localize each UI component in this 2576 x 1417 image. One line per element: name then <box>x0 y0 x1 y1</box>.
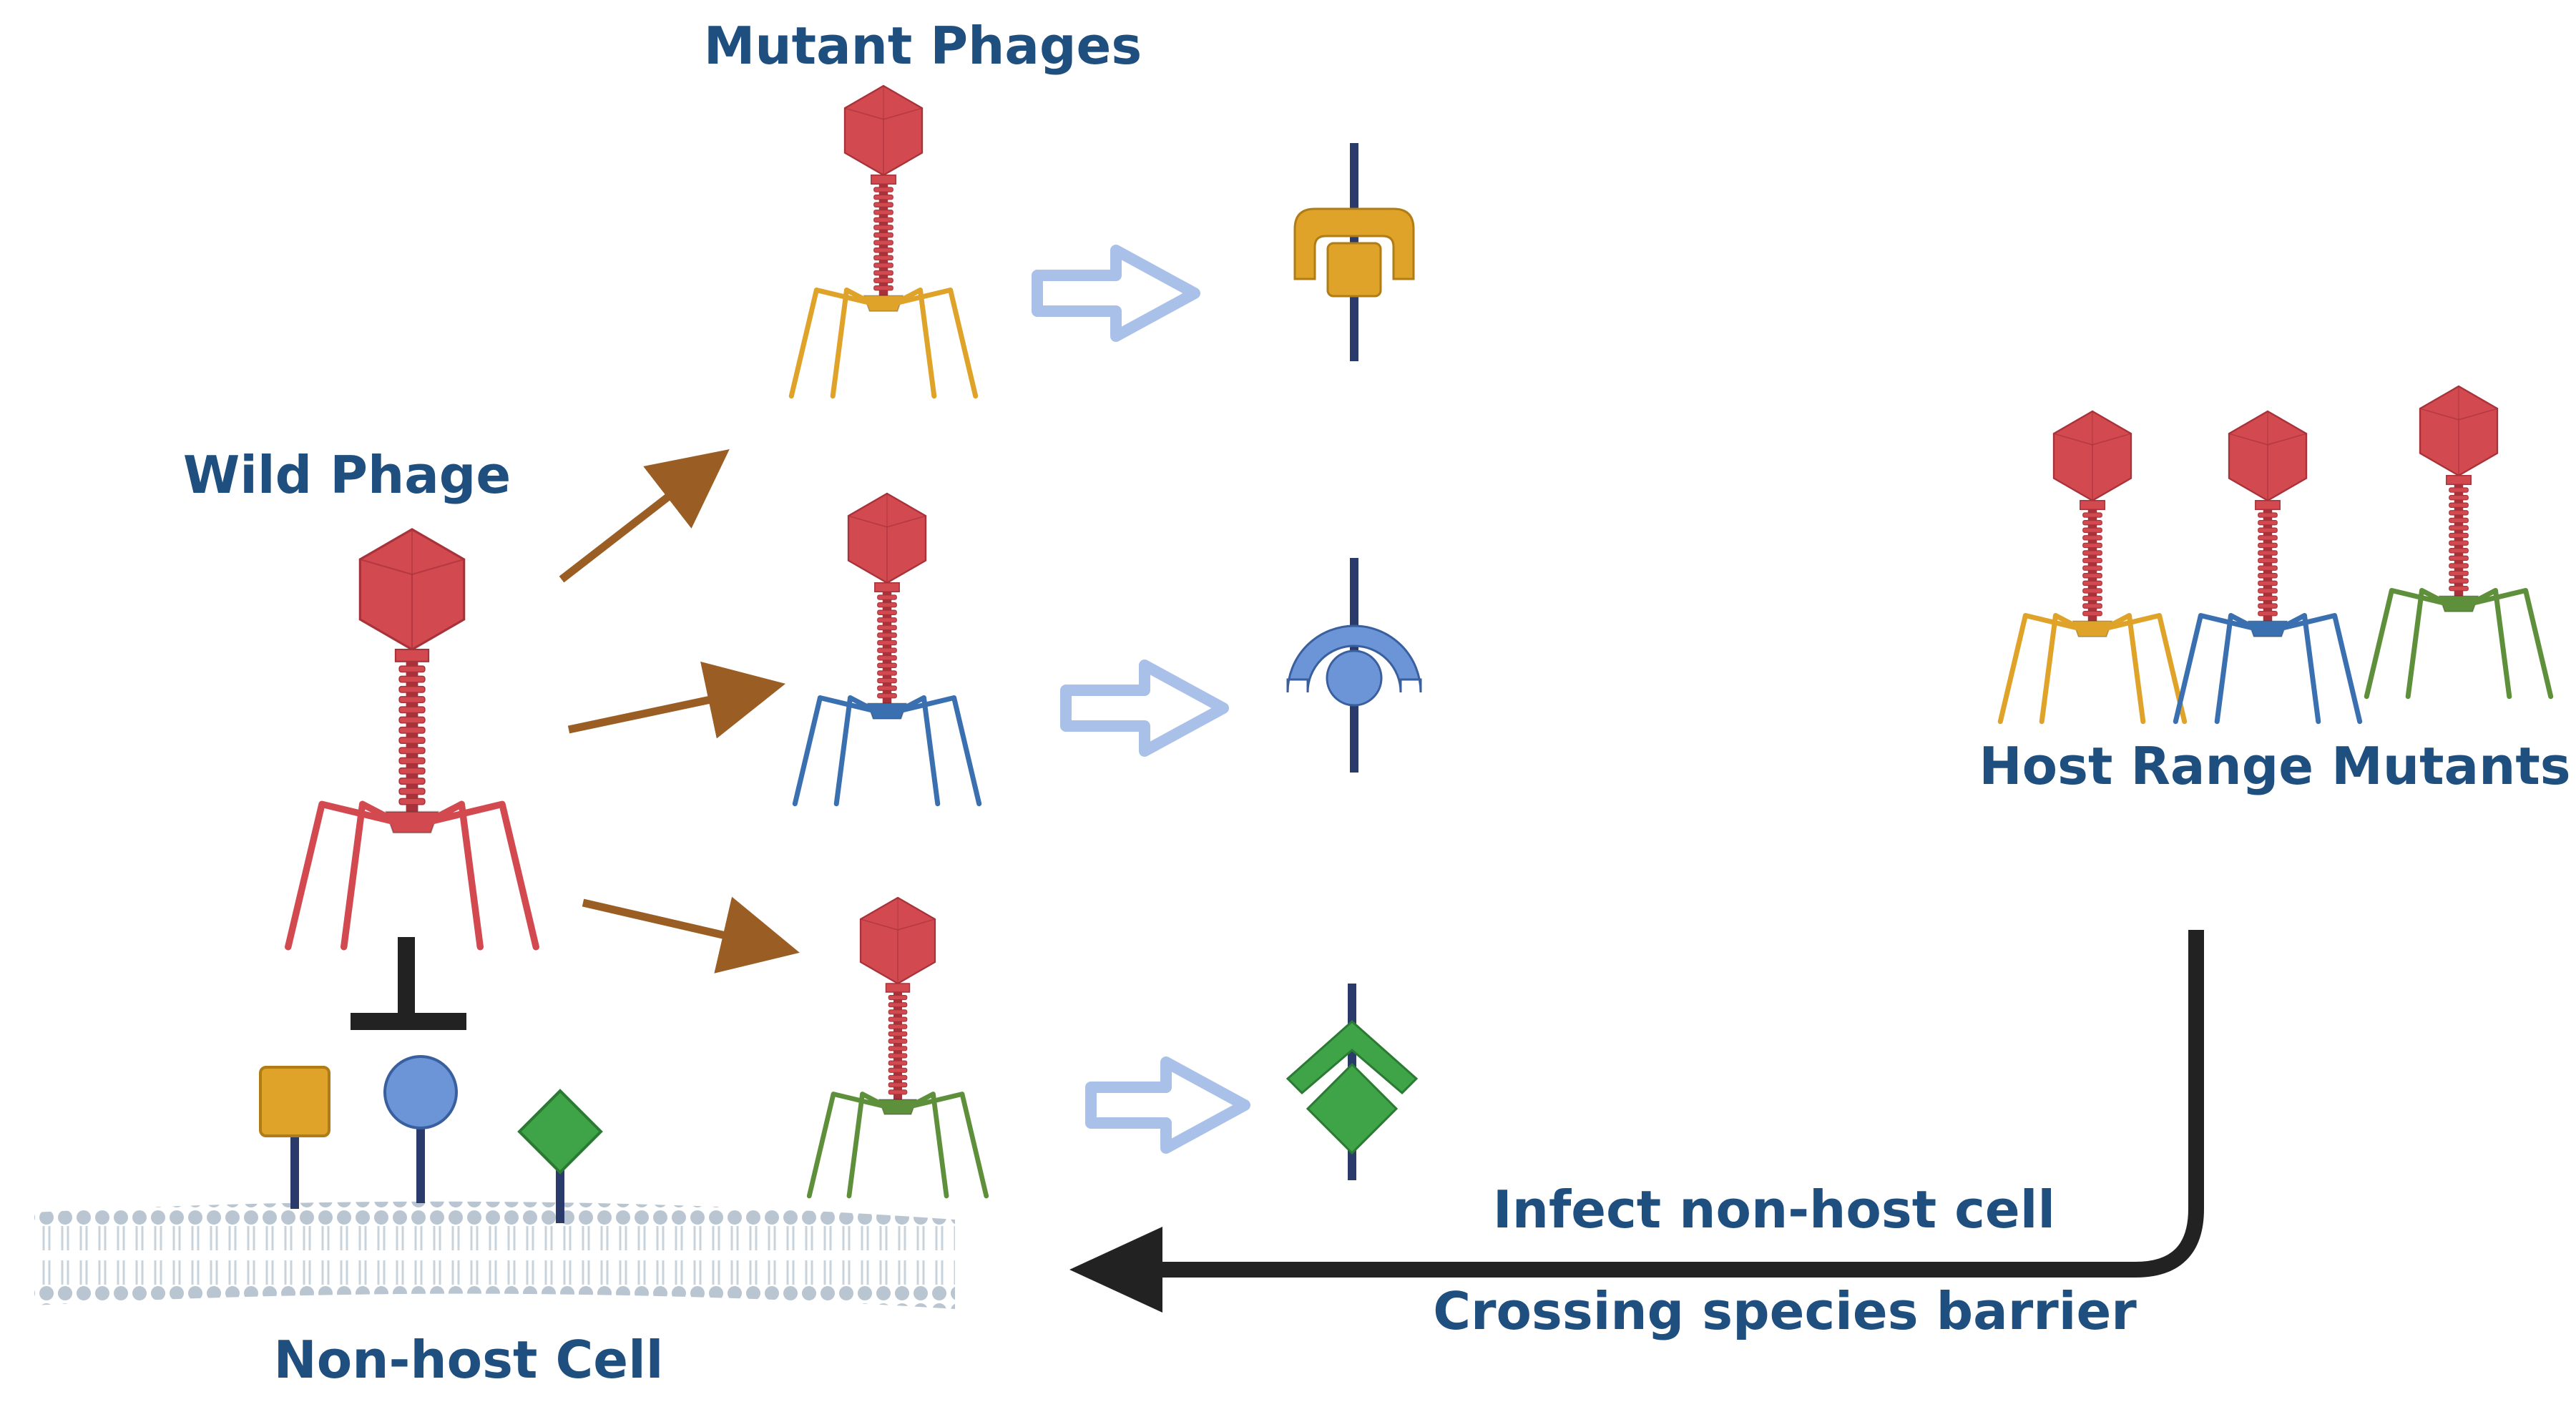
surface-receptor-diamond <box>517 1089 603 1223</box>
diamond-receptor-icon <box>1306 1062 1399 1155</box>
host-range-mutant-orange <box>1997 410 2188 725</box>
label-non-host-cell: Non-host Cell <box>273 1330 664 1390</box>
surface-receptor-circle <box>383 1055 458 1203</box>
mutation-arrow-blue <box>567 661 786 739</box>
mutation-arrow-orange <box>559 449 730 583</box>
receptor-binding-orange <box>1293 143 1415 361</box>
inhibition-t-icon <box>351 937 466 1030</box>
mutation-arrows <box>559 449 800 974</box>
green-chevron-icon <box>1285 1019 1419 1095</box>
hollow-arrow-orange <box>1032 245 1200 342</box>
blue-arc-icon <box>1286 624 1422 693</box>
cell-membrane <box>34 1201 955 1309</box>
label-infect-non-host: Infect non-host cell <box>1492 1180 2056 1240</box>
phages <box>285 84 2554 1199</box>
circle-receptor-icon <box>383 1055 458 1129</box>
mutation-arrow-green <box>582 896 800 974</box>
infection-arrow <box>1069 930 2204 1313</box>
host-range-mutant-blue <box>2173 410 2363 725</box>
label-wild-phage: Wild Phage <box>182 445 511 505</box>
square-receptor-icon <box>1326 242 1382 298</box>
circle-receptor-icon <box>1326 649 1383 707</box>
orange-cap-icon <box>1293 207 1415 280</box>
mutant-phage-blue <box>792 492 982 807</box>
surface-receptor-square <box>259 1066 330 1209</box>
receptor-binding-blue <box>1286 558 1422 773</box>
wild-phage <box>285 528 539 951</box>
receptor-binding-green <box>1285 984 1419 1180</box>
mutant-phage-orange <box>788 84 979 399</box>
diamond-receptor-icon <box>517 1089 603 1175</box>
surface-receptors <box>259 1055 603 1223</box>
label-mutant-phages: Mutant Phages <box>703 16 1142 76</box>
label-host-range-mutants: Host Range Mutants <box>1979 736 2571 796</box>
arrow-head-icon <box>1069 1227 1162 1313</box>
hollow-arrow-blue <box>1060 660 1229 757</box>
hollow-arrow-green <box>1085 1056 1250 1154</box>
square-receptor-icon <box>259 1066 330 1137</box>
label-crossing-barrier: Crossing species barrier <box>1433 1281 2137 1341</box>
hollow-arrows <box>1032 245 1250 1154</box>
host-range-mutant-green <box>2364 385 2554 700</box>
mutant-phage-green <box>806 896 989 1199</box>
